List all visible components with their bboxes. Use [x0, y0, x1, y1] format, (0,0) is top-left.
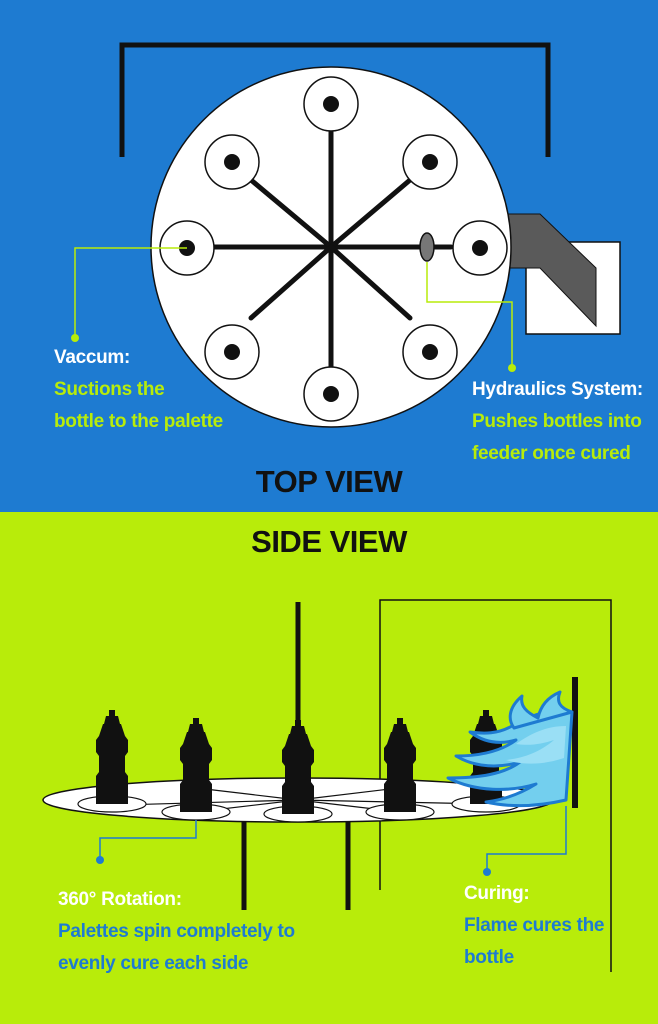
hydraulics-text-line2: feeder once cured [472, 443, 631, 464]
curing-label: Curing: Flame cures the bottle [464, 878, 604, 974]
hydraulics-text-line1: Pushes bottles into [472, 411, 642, 432]
rotation-text-line1: Palettes spin completely to [58, 921, 295, 942]
side-view-panel: SIDE VIEW [0, 512, 658, 1024]
hydraulics-callout-dot [508, 364, 516, 372]
rotation-callout-line [99, 820, 197, 858]
top-view-panel: Vaccum: Suctions the bottle to the palet… [0, 0, 658, 512]
rotation-label: 360° Rotation: Palettes spin completely … [58, 884, 295, 980]
rotation-text-line2: evenly cure each side [58, 953, 249, 974]
hydraulics-callout-line [426, 262, 513, 368]
curing-callout-line [486, 806, 567, 870]
vacuum-callout-line [74, 247, 187, 336]
top-view-title: TOP VIEW [255, 464, 403, 499]
curing-callout-dot [483, 868, 491, 876]
platform-palettes [77, 795, 521, 823]
curing-chamber-frame [379, 599, 612, 972]
bottle-4 [384, 718, 416, 812]
flame-inner [506, 726, 566, 764]
hydraulics-label: Hydraulics System: Pushes bottles into f… [472, 374, 643, 470]
spokes [208, 124, 454, 370]
bottle-2 [180, 718, 212, 812]
vacuum-callout-dot [71, 334, 79, 342]
vacuum-text-line1: Suctions the [54, 379, 165, 400]
rotation-callout-dot [96, 856, 104, 864]
curing-text-line2: bottle [464, 947, 514, 968]
hydraulics-heading: Hydraulics System: [472, 379, 643, 400]
top-view-diagram [71, 42, 621, 428]
bottle-1 [96, 710, 128, 804]
curing-text-line1: Flame cures the [464, 915, 605, 936]
bottle-3 [282, 720, 314, 814]
side-view-diagram [42, 599, 612, 972]
vacuum-heading: Vaccum: [54, 347, 131, 368]
rotation-heading: 360° Rotation: [58, 889, 182, 910]
side-view-title: SIDE VIEW [251, 524, 407, 559]
hydraulic-piston [419, 232, 435, 262]
curing-heading: Curing: [464, 883, 530, 904]
frame-bracket [119, 42, 551, 157]
vacuum-text-line2: bottle to the palette [54, 411, 223, 432]
vacuum-label: Vaccum: Suctions the bottle to the palet… [54, 342, 223, 438]
